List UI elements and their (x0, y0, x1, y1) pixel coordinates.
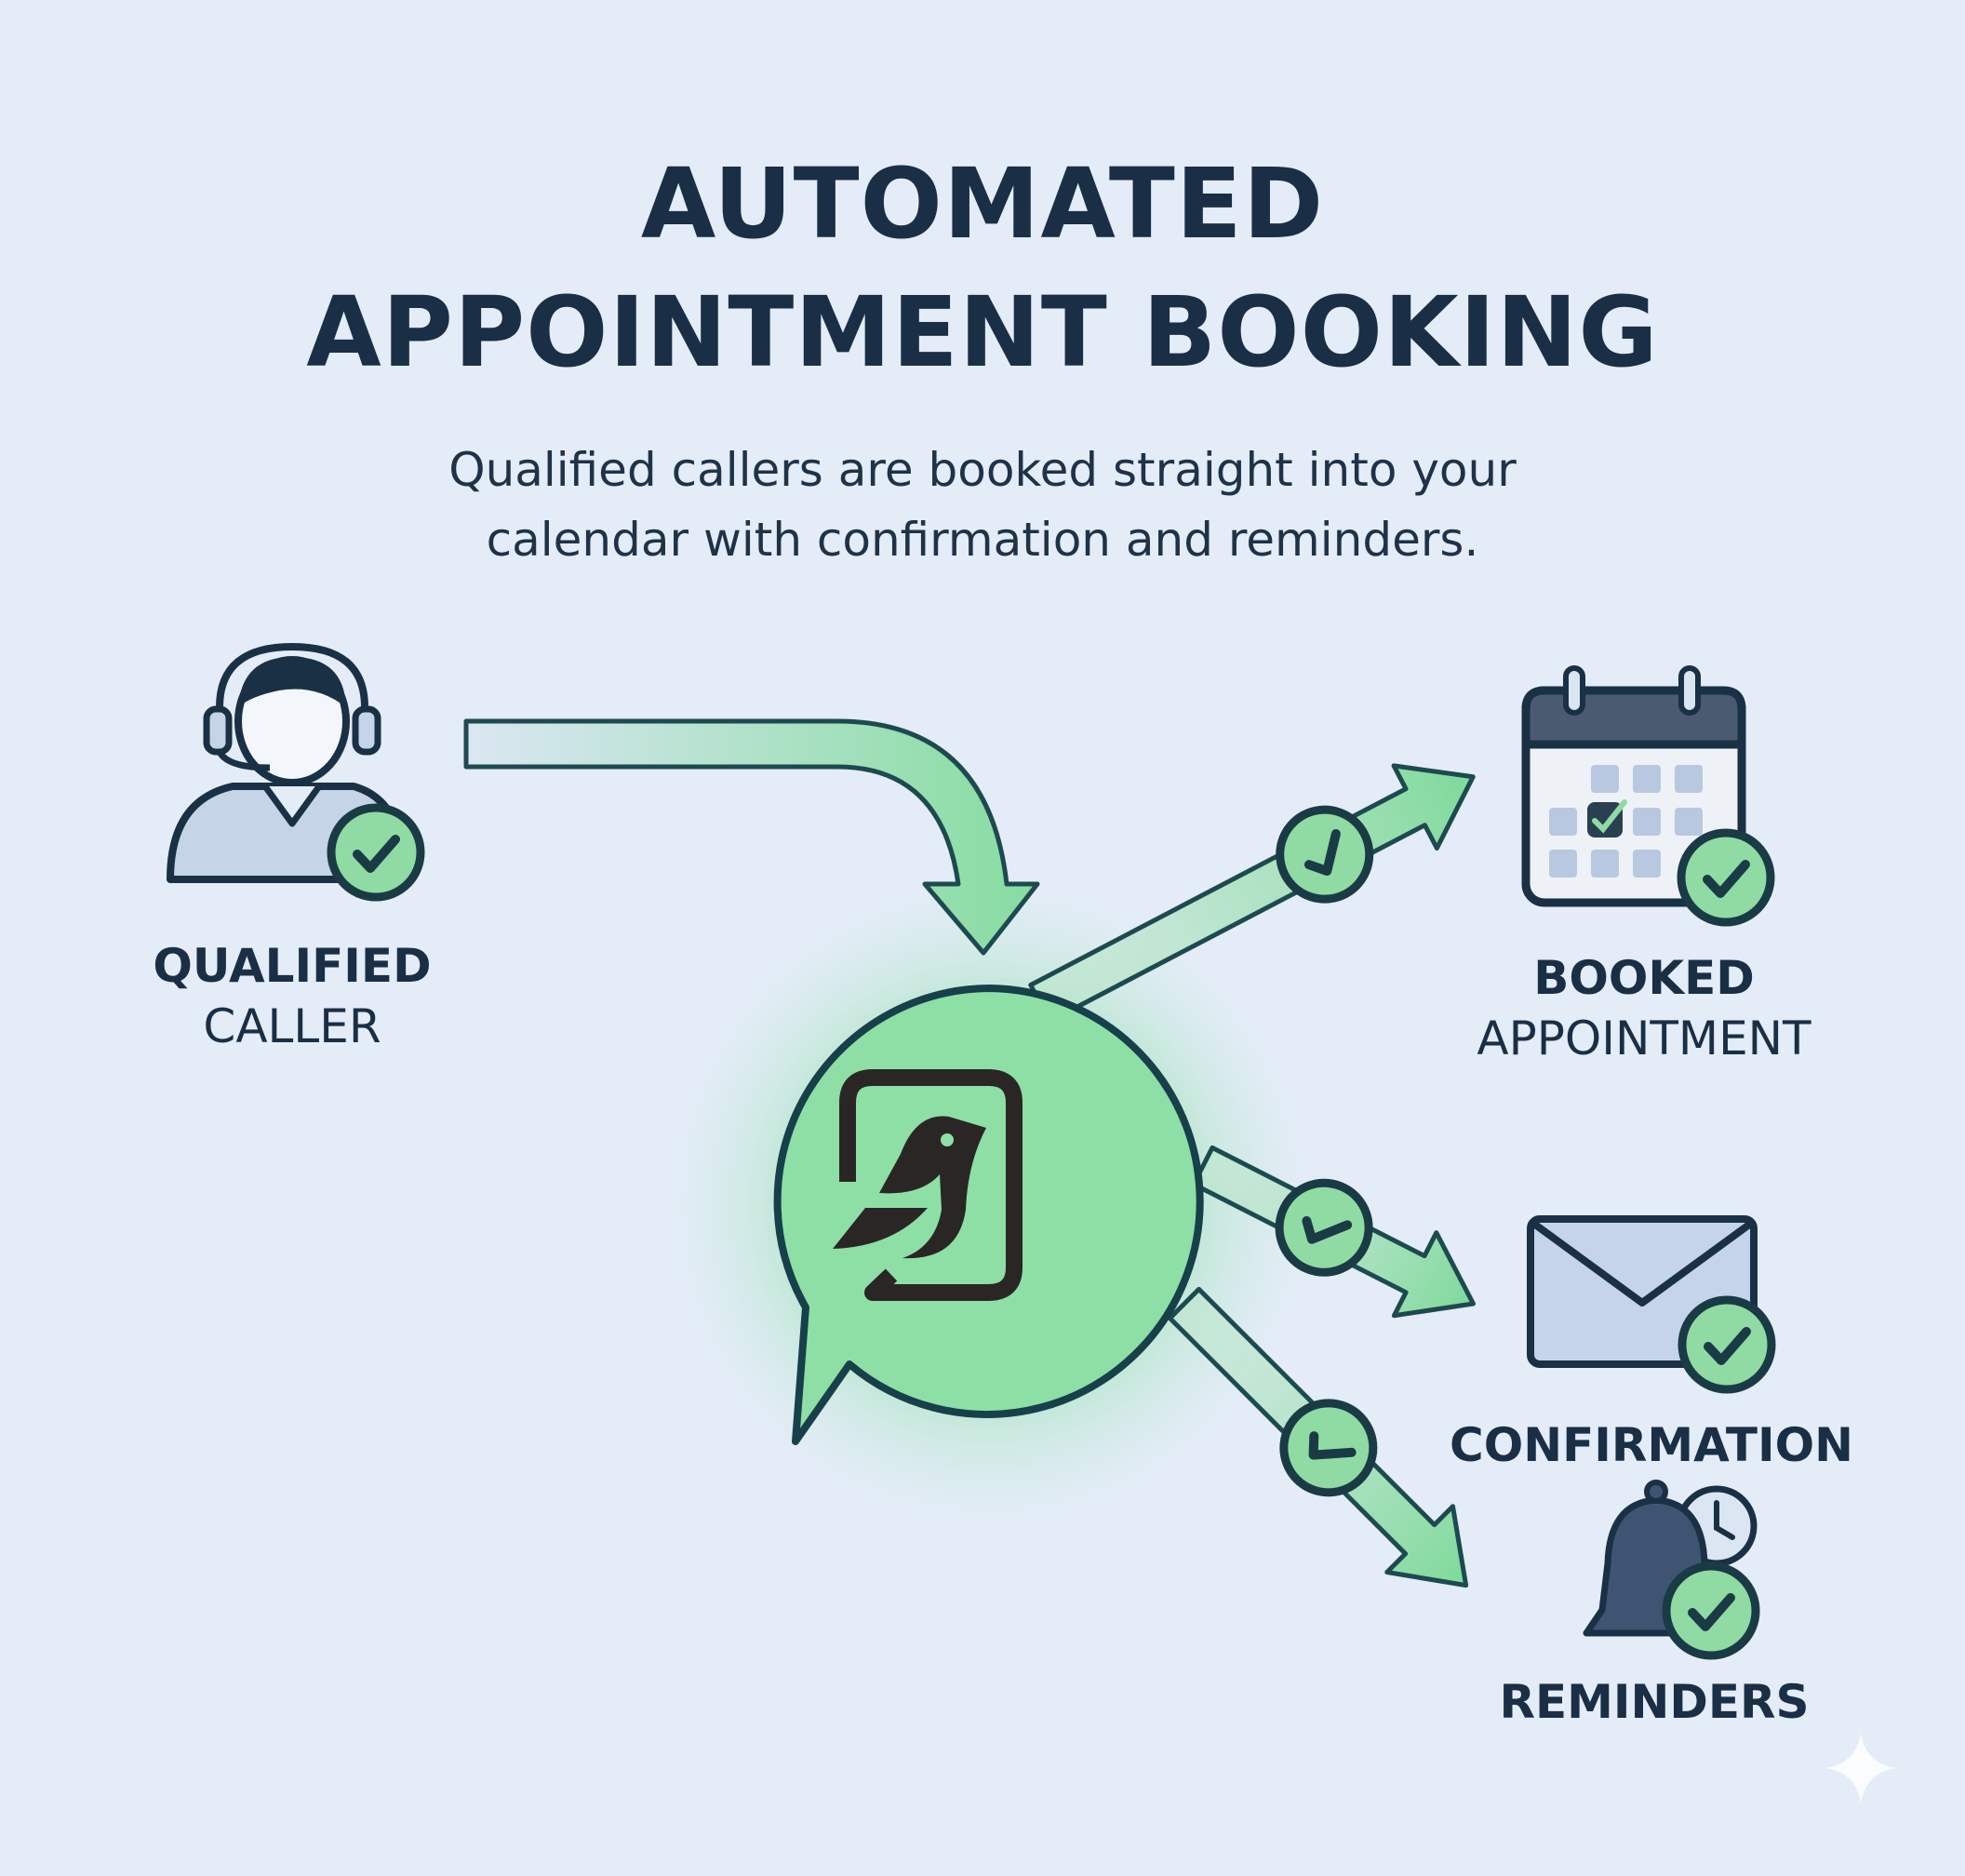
caller-arrow (463, 718, 1040, 956)
caller-label: CALLER (203, 999, 381, 1053)
calendar-icon (1521, 665, 1771, 922)
arrow-to-reminders (1167, 1286, 1469, 1588)
envelope-icon (1527, 1215, 1771, 1389)
title-line-2: APPOINTMENT BOOKING (306, 275, 1659, 389)
bird-chat-logo-icon (773, 985, 1204, 1445)
check-icon (1666, 1566, 1756, 1655)
confirmation-label: CONFIRMATION (1450, 1418, 1853, 1472)
check-icon (1681, 833, 1771, 922)
arrow-to-booked (1028, 763, 1476, 1024)
arrow-to-confirmation (1191, 1145, 1476, 1319)
booked-label: APPOINTMENT (1477, 1012, 1811, 1065)
subtitle-line-1: Qualified callers are booked straight in… (448, 443, 1517, 497)
booked-label-bold: BOOKED (1533, 951, 1755, 1005)
check-icon (331, 808, 421, 897)
sparkle-icon (1825, 1733, 1896, 1803)
caller-label-bold: QUALIFIED (153, 939, 431, 993)
subtitle-line-2: calendar with confirmation and reminders… (487, 513, 1479, 567)
title-line-1: AUTOMATED (641, 147, 1324, 261)
bell-clock-icon (1583, 1480, 1756, 1655)
check-icon (1682, 1300, 1771, 1389)
headset-agent-icon (167, 642, 421, 897)
reminders-label: REMINDERS (1499, 1675, 1809, 1729)
